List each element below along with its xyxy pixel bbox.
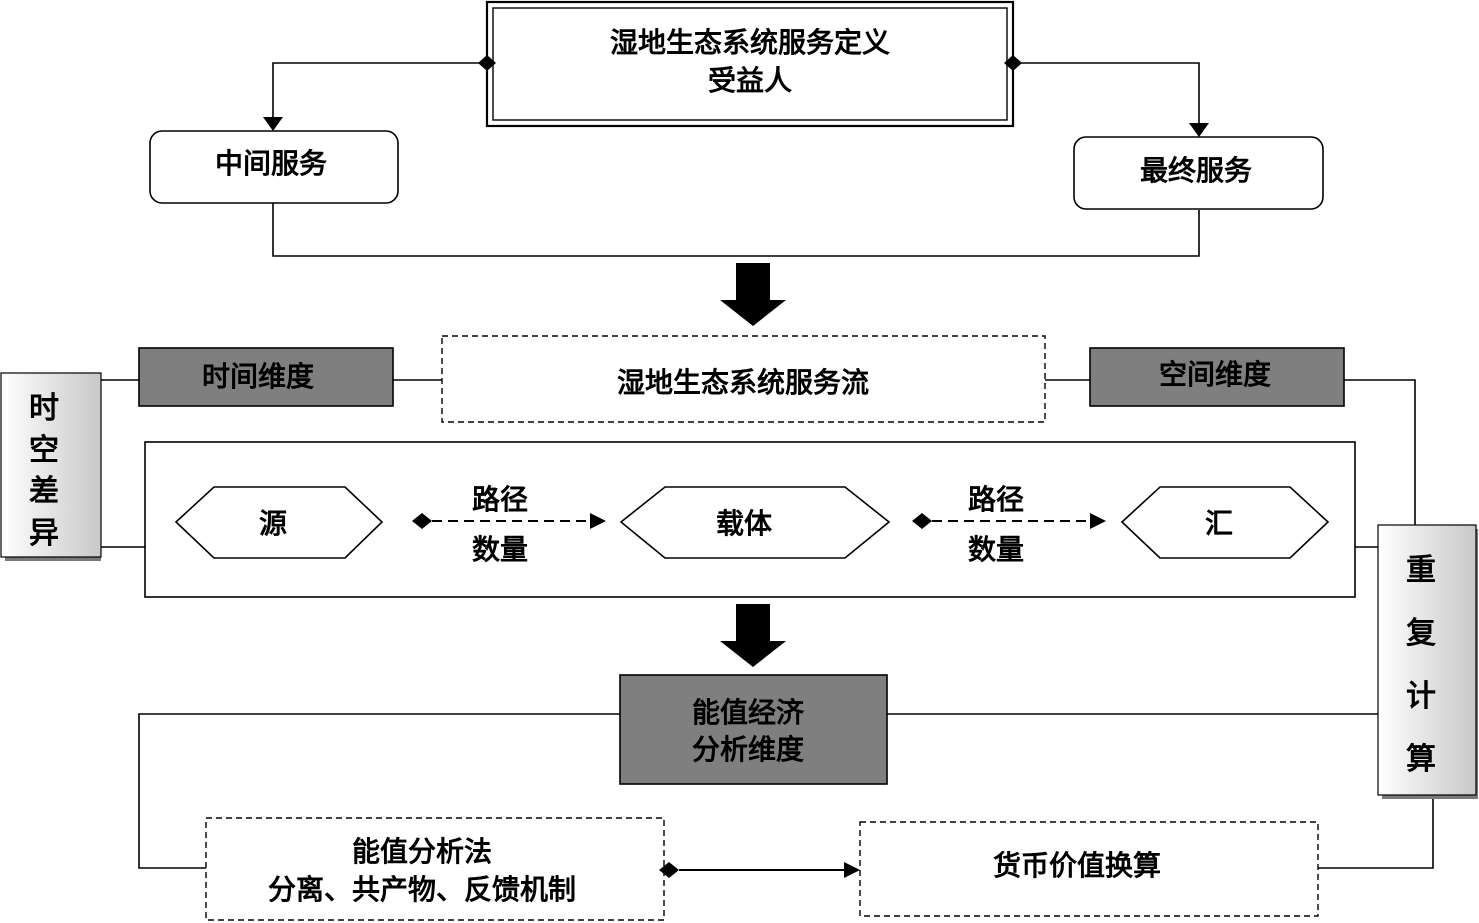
emergy-method-box: 能值分析法 分离、共产物、反馈机制 (205, 817, 665, 921)
final-service-label: 最终服务 (1140, 154, 1252, 187)
big-down-arrow-icon (720, 263, 786, 326)
repeated-calculation-char: 重 (1406, 553, 1436, 588)
service-flow-box: 湿地生态系统服务流 (441, 335, 1046, 423)
repeated-calculation-char: 算 (1406, 742, 1436, 777)
connector-services-join (272, 203, 1200, 257)
connector-definition-to-final (1013, 62, 1200, 128)
method-to-monetary-arrow (659, 862, 860, 878)
intermediate-service-box: 中间服务 (149, 130, 399, 204)
spatiotemporal-char: 时 (29, 391, 59, 426)
connector-repeat-to-monetary (1318, 795, 1434, 869)
repeated-calculation-box: 重 复 计 算 (1377, 524, 1478, 799)
flow-container-box: 源 路径 数量 载体 路径 数量 汇 (144, 441, 1356, 598)
carrier-node: 载体 (619, 486, 891, 559)
diamond-connector-icon (1004, 55, 1022, 71)
spatiotemporal-char: 异 (29, 516, 59, 551)
path-label: 路径 (968, 483, 1024, 516)
path-label: 路径 (472, 483, 528, 516)
path-arrow-left: 路径 数量 (412, 483, 606, 566)
definition-box: 湿地生态系统服务定义 受益人 (485, 0, 1015, 128)
time-dimension-label: 时间维度 (202, 360, 314, 393)
source-node: 源 (174, 486, 384, 559)
definition-beneficiary: 受益人 (708, 64, 792, 97)
connector-space-to-repeat (1344, 379, 1416, 525)
emergy-method-title: 能值分析法 (352, 835, 492, 868)
big-down-arrow-icon (720, 604, 786, 667)
connector-definition-to-intermediate (272, 62, 487, 122)
monetary-conversion-box: 货币价值换算 (859, 821, 1319, 917)
connector-lines (101, 62, 1434, 869)
final-service-box: 最终服务 (1073, 136, 1324, 210)
arrowhead-down-icon (263, 117, 283, 131)
definition-title: 湿地生态系统服务定义 (610, 26, 890, 59)
quantity-label: 数量 (472, 533, 528, 566)
emergy-dimension-line1: 能值经济 (692, 696, 805, 729)
arrowhead-down-icon (1189, 123, 1209, 137)
spatiotemporal-char: 差 (29, 474, 59, 509)
arrowhead-right-icon (590, 513, 606, 529)
emergy-dimension-box: 能值经济 分析维度 (619, 674, 888, 785)
arrowhead-right-icon (1090, 513, 1106, 529)
quantity-label: 数量 (968, 533, 1024, 566)
diamond-connector-icon (412, 513, 432, 529)
diamond-connector-icon (659, 862, 679, 878)
emergy-dimension-line2: 分析维度 (692, 733, 804, 766)
spatiotemporal-difference-box: 时 空 差 异 (0, 372, 102, 561)
diamond-connector-icon (478, 55, 496, 71)
intermediate-service-label: 中间服务 (215, 147, 327, 180)
arrowhead-right-icon (844, 862, 860, 878)
spatiotemporal-char: 空 (29, 433, 59, 468)
sink-label: 汇 (1205, 507, 1233, 540)
repeated-calculation-char: 复 (1406, 616, 1436, 651)
space-dimension-label: 空间维度 (1159, 358, 1271, 391)
emergy-method-subtitle: 分离、共产物、反馈机制 (268, 873, 576, 906)
carrier-label: 载体 (716, 507, 773, 540)
source-label: 源 (259, 507, 287, 540)
diamond-connector-icon (912, 513, 932, 529)
monetary-conversion-label: 货币价值换算 (993, 849, 1161, 882)
repeated-calculation-char: 计 (1406, 679, 1436, 714)
service-flow-label: 湿地生态系统服务流 (617, 366, 869, 399)
space-dimension-box: 空间维度 (1089, 347, 1345, 407)
connector-emergy-to-method (138, 713, 620, 869)
path-arrow-right: 路径 数量 (912, 483, 1106, 566)
time-dimension-box: 时间维度 (138, 347, 394, 407)
sink-node: 汇 (1120, 486, 1330, 559)
